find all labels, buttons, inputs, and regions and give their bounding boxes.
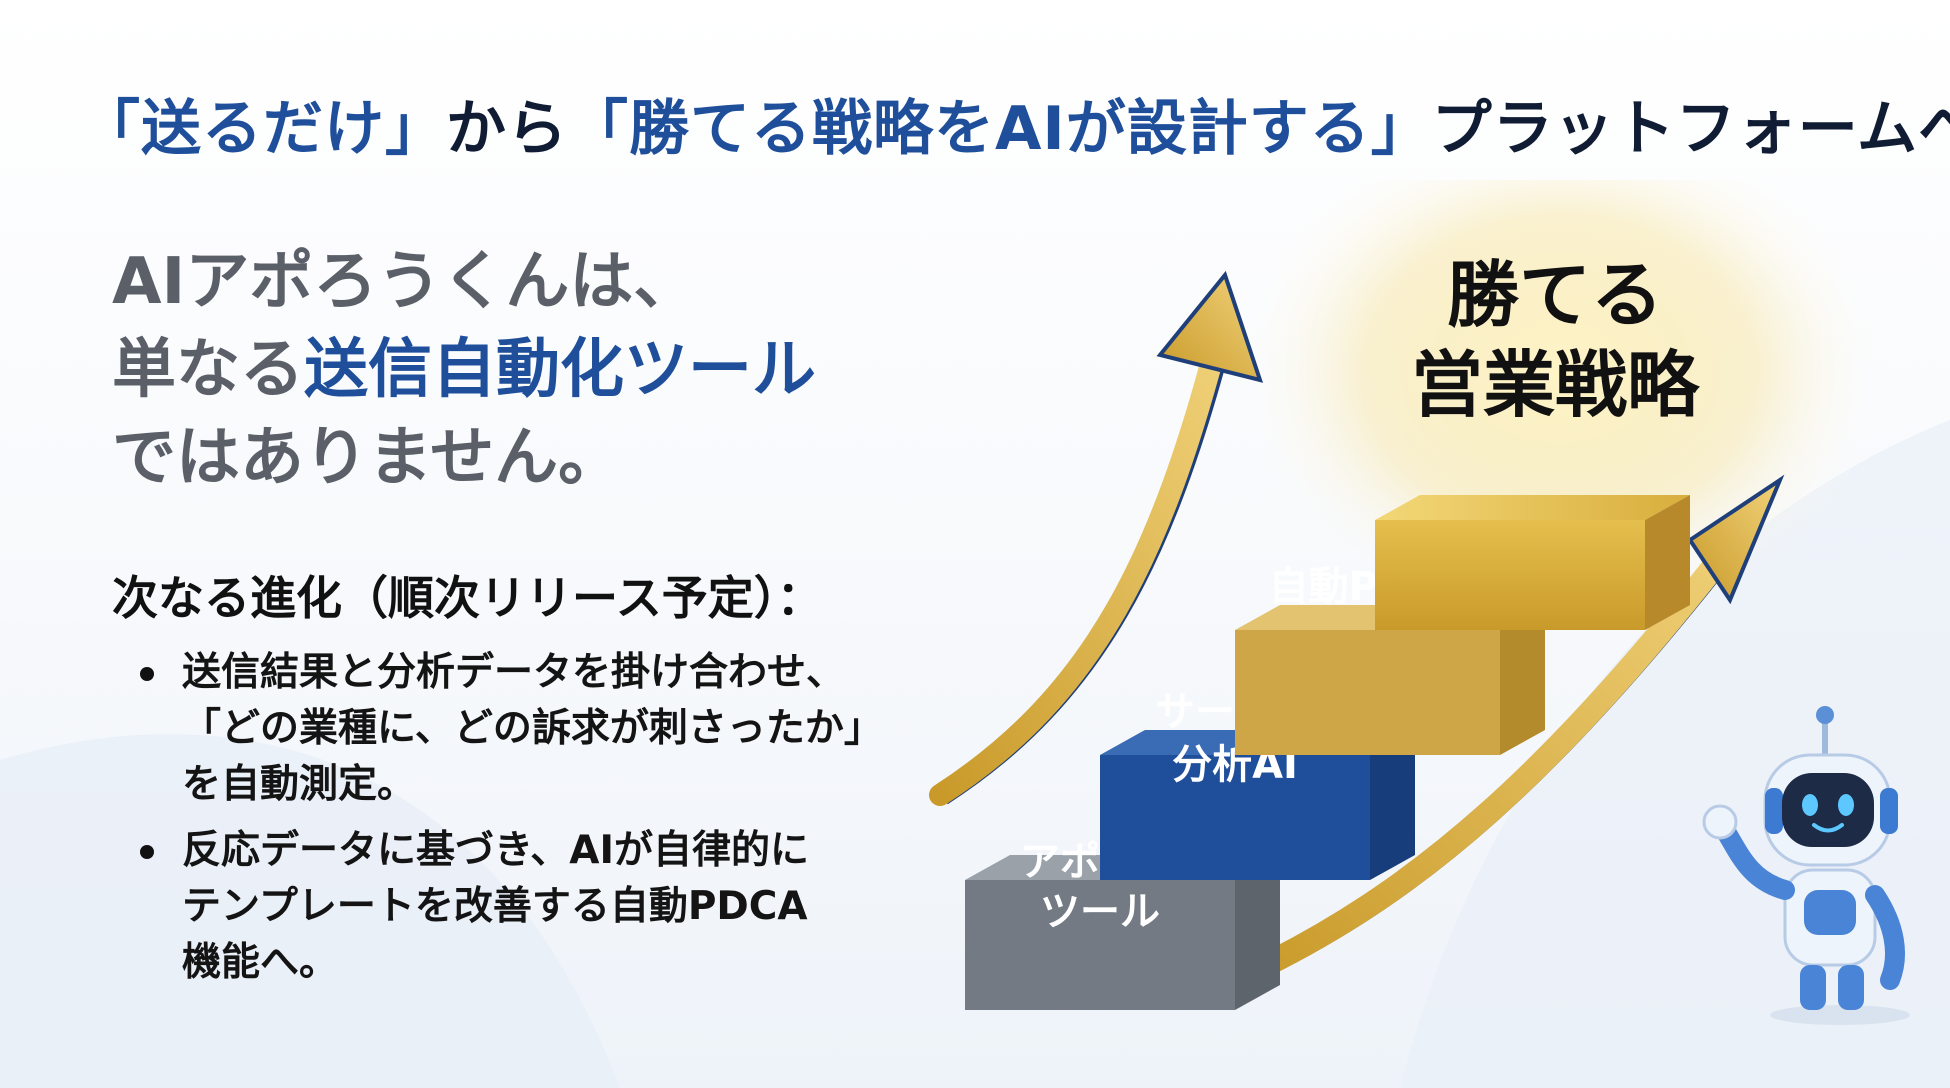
robot-mascot-icon [1702, 706, 1910, 1025]
lead-line-1: AIアポろうくんは、 [112, 245, 698, 319]
step-appo-tool-label-2: ツール [1040, 889, 1160, 935]
headline-part-platform: プラットフォームへ [1431, 94, 1950, 164]
bullet-line: 「どの業種に、どの訴求が刺さったか」 [182, 706, 883, 751]
lead-line-2-accent: 送信自動化ツール [304, 333, 816, 407]
bullet-line: 機能へ。 [182, 940, 339, 985]
lead-line-3: ではありません。 [112, 421, 623, 495]
list-item: 送信結果と分析データを掛け合わせ、 「どの業種に、どの訴求が刺さったか」 を自動… [140, 645, 960, 813]
headline-part-from: から [446, 94, 568, 164]
next-evolution-list: 送信結果と分析データを掛け合わせ、 「どの業種に、どの訴求が刺さったか」 を自動… [140, 645, 960, 1001]
bullet-line: を自動測定。 [182, 762, 417, 807]
step-winning-strategy: 勝てる 営業戦略 [1375, 253, 1701, 630]
lead-line-2-prefix: 単なる [112, 333, 304, 407]
top-goal-label-2: 営業戦略 [1411, 343, 1701, 427]
bullet-line: 送信結果と分析データを掛け合わせ、 [182, 650, 846, 695]
lead-statement: AIアポろうくんは、 単なる送信自動化ツール ではありません。 [112, 238, 872, 502]
headline-part-send-only: 「送るだけ」 [80, 94, 446, 164]
step-auto-pdca: 自動PDCA [1235, 564, 1545, 755]
bullet-line: 反応データに基づき、AIが自律的に [182, 828, 809, 873]
lead-line-2: 単なる送信自動化ツール [112, 326, 872, 414]
page-headline: 「送るだけ」から「勝てる戦略をAIが設計する」プラットフォームへ [80, 80, 1950, 167]
gold-upward-arrow-icon [1233, 474, 1785, 987]
bullet-line: テンプレートを改善する自動PDCA [182, 884, 808, 929]
staircase-illustration: アポ獲得 ツール サービス 分析AI 自動PDCA 勝てる 営業戦略 [929, 180, 1910, 1025]
next-evolution-heading: 次なる進化（順次リリース予定）： [112, 571, 823, 625]
gold-upward-arrow-icon [929, 270, 1264, 806]
headline-part-winning-strategy: 「勝てる戦略をAIが設計する」 [568, 94, 1432, 164]
list-item: 反応データに基づき、AIが自律的に テンプレートを改善する自動PDCA 機能へ。 [140, 823, 960, 991]
top-goal-label-1: 勝てる [1447, 253, 1663, 337]
